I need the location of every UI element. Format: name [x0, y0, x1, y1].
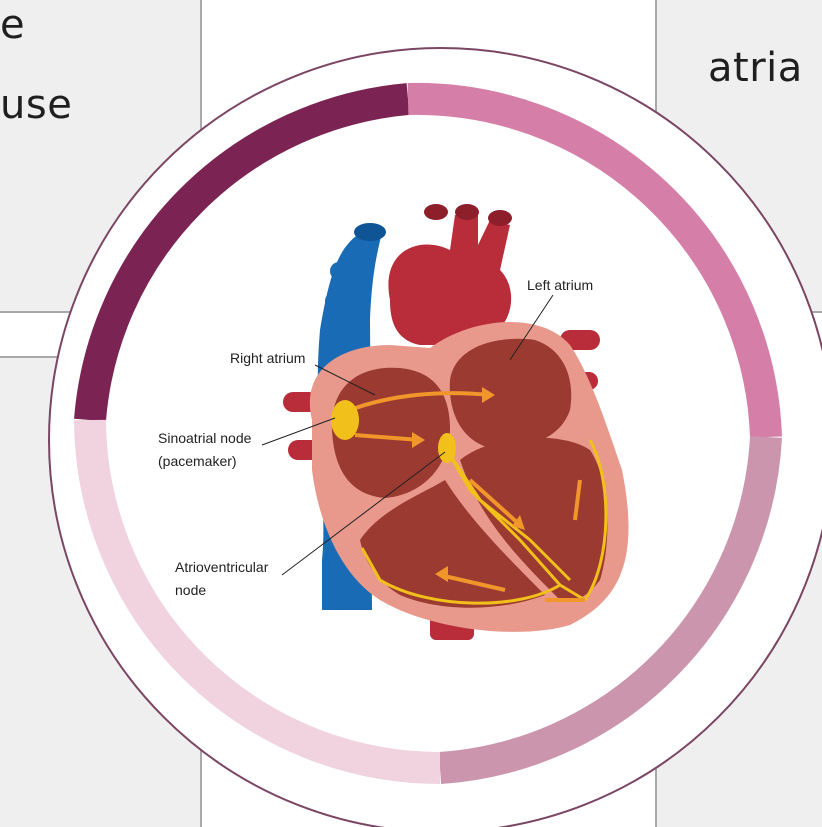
vein-branch-1	[330, 262, 366, 280]
vein-branch-top	[354, 223, 386, 241]
label-sa-node-line1: Sinoatrial node	[158, 430, 252, 446]
sinoatrial-node	[331, 400, 359, 440]
label-av-node-line1: Atrioventricular	[175, 559, 269, 575]
atrioventricular-node	[438, 433, 456, 463]
label-sa-node-line2: (pacemaker)	[158, 453, 237, 469]
label-av-node-line2: node	[175, 582, 206, 598]
label-right-atrium: Right atrium	[230, 350, 305, 366]
vein-branch-2	[325, 292, 361, 310]
label-left-atrium: Left atrium	[527, 277, 593, 293]
